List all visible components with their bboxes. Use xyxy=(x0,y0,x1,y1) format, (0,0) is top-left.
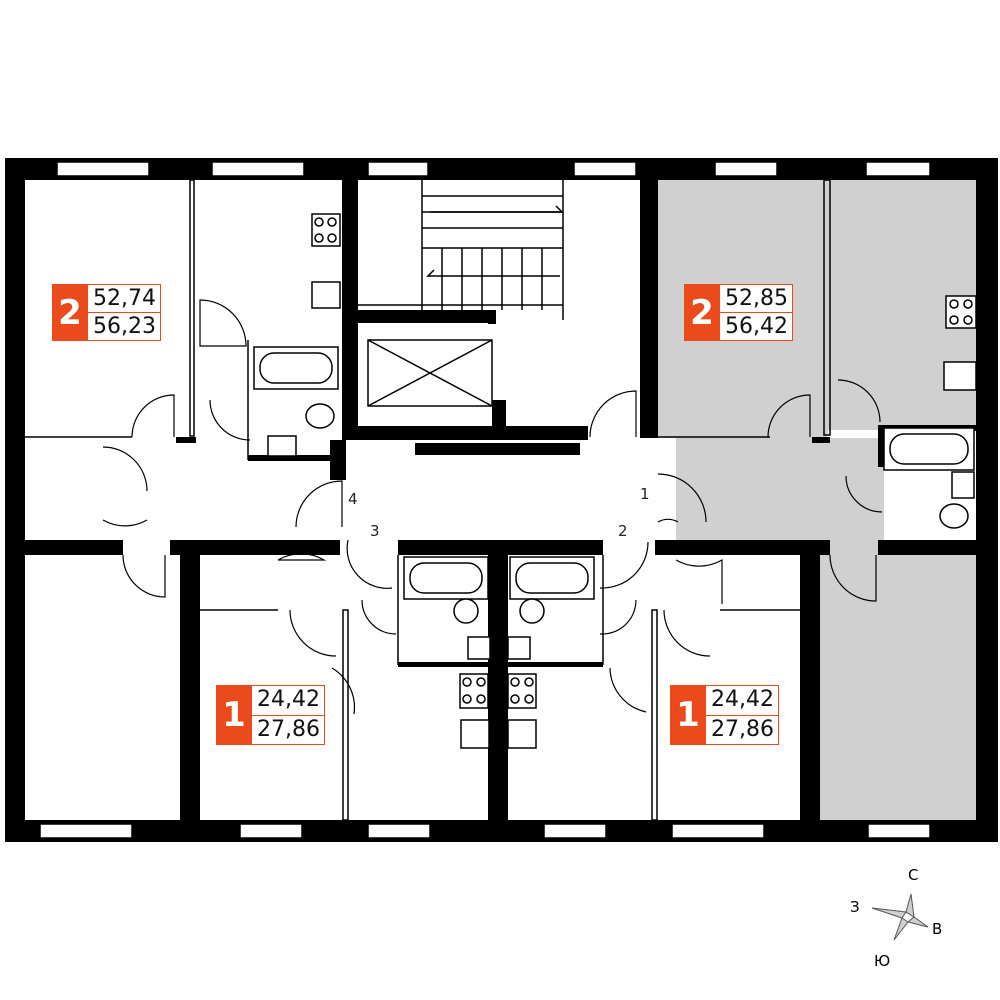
sink-icon xyxy=(460,719,490,749)
total-area: 56,42 xyxy=(725,314,788,339)
windows xyxy=(39,161,931,839)
toilet-icon xyxy=(453,598,479,624)
entrance-labels: 1 2 3 4 xyxy=(348,485,650,540)
compass-east: В xyxy=(932,920,942,938)
entrance-number-4: 4 xyxy=(348,490,358,508)
bathtub-icon xyxy=(509,556,595,600)
living-area: 52,74 xyxy=(88,285,160,313)
apartment-badge-left-2room[interactable]: 2 52,74 56,23 xyxy=(52,284,161,341)
fixtures xyxy=(253,213,977,749)
toilet-icon xyxy=(519,598,545,624)
total-area: 56,23 xyxy=(93,314,156,339)
toilet-icon xyxy=(939,503,969,529)
total-area: 27,86 xyxy=(257,716,320,742)
apartment-badge-mid-left-1room[interactable]: 1 24,42 27,86 xyxy=(216,685,325,745)
living-area: 24,42 xyxy=(706,686,778,716)
entrance-number-2: 2 xyxy=(618,522,628,540)
entrance-number-1: 1 xyxy=(640,485,650,503)
washbasin-icon xyxy=(951,471,975,499)
living-area: 52,85 xyxy=(720,285,792,313)
compass-west: З xyxy=(850,898,860,916)
washbasin-icon xyxy=(267,435,297,457)
bathtub-icon xyxy=(883,427,975,471)
stove-icon xyxy=(311,213,341,247)
apartment-badge-right-2room[interactable]: 2 52,85 56,42 xyxy=(684,284,793,341)
washbasin-icon xyxy=(507,636,531,660)
room-count: 1 xyxy=(670,685,706,745)
compass-south: Ю xyxy=(874,952,890,970)
living-area: 24,42 xyxy=(252,686,324,716)
interior-walls xyxy=(25,179,978,821)
sink-icon xyxy=(507,719,537,749)
bathtub-icon xyxy=(403,556,489,600)
stove-icon xyxy=(459,673,489,709)
toilet-icon xyxy=(305,403,335,429)
compass-rose-icon: С В Ю З xyxy=(850,866,942,970)
stove-icon xyxy=(945,295,977,329)
room-count: 1 xyxy=(216,685,252,745)
sink-icon xyxy=(311,281,341,309)
total-area: 27,86 xyxy=(711,716,774,742)
door-swings xyxy=(102,299,883,715)
compass-north: С xyxy=(908,866,918,884)
stove-icon xyxy=(507,673,537,709)
room-count: 2 xyxy=(684,284,720,341)
washbasin-icon xyxy=(467,636,491,660)
entrance-number-3: 3 xyxy=(370,522,380,540)
room-count: 2 xyxy=(52,284,88,341)
apartment-badge-mid-right-1room[interactable]: 1 24,42 27,86 xyxy=(670,685,779,745)
bathtub-icon xyxy=(253,346,339,390)
sink-icon xyxy=(943,361,977,391)
